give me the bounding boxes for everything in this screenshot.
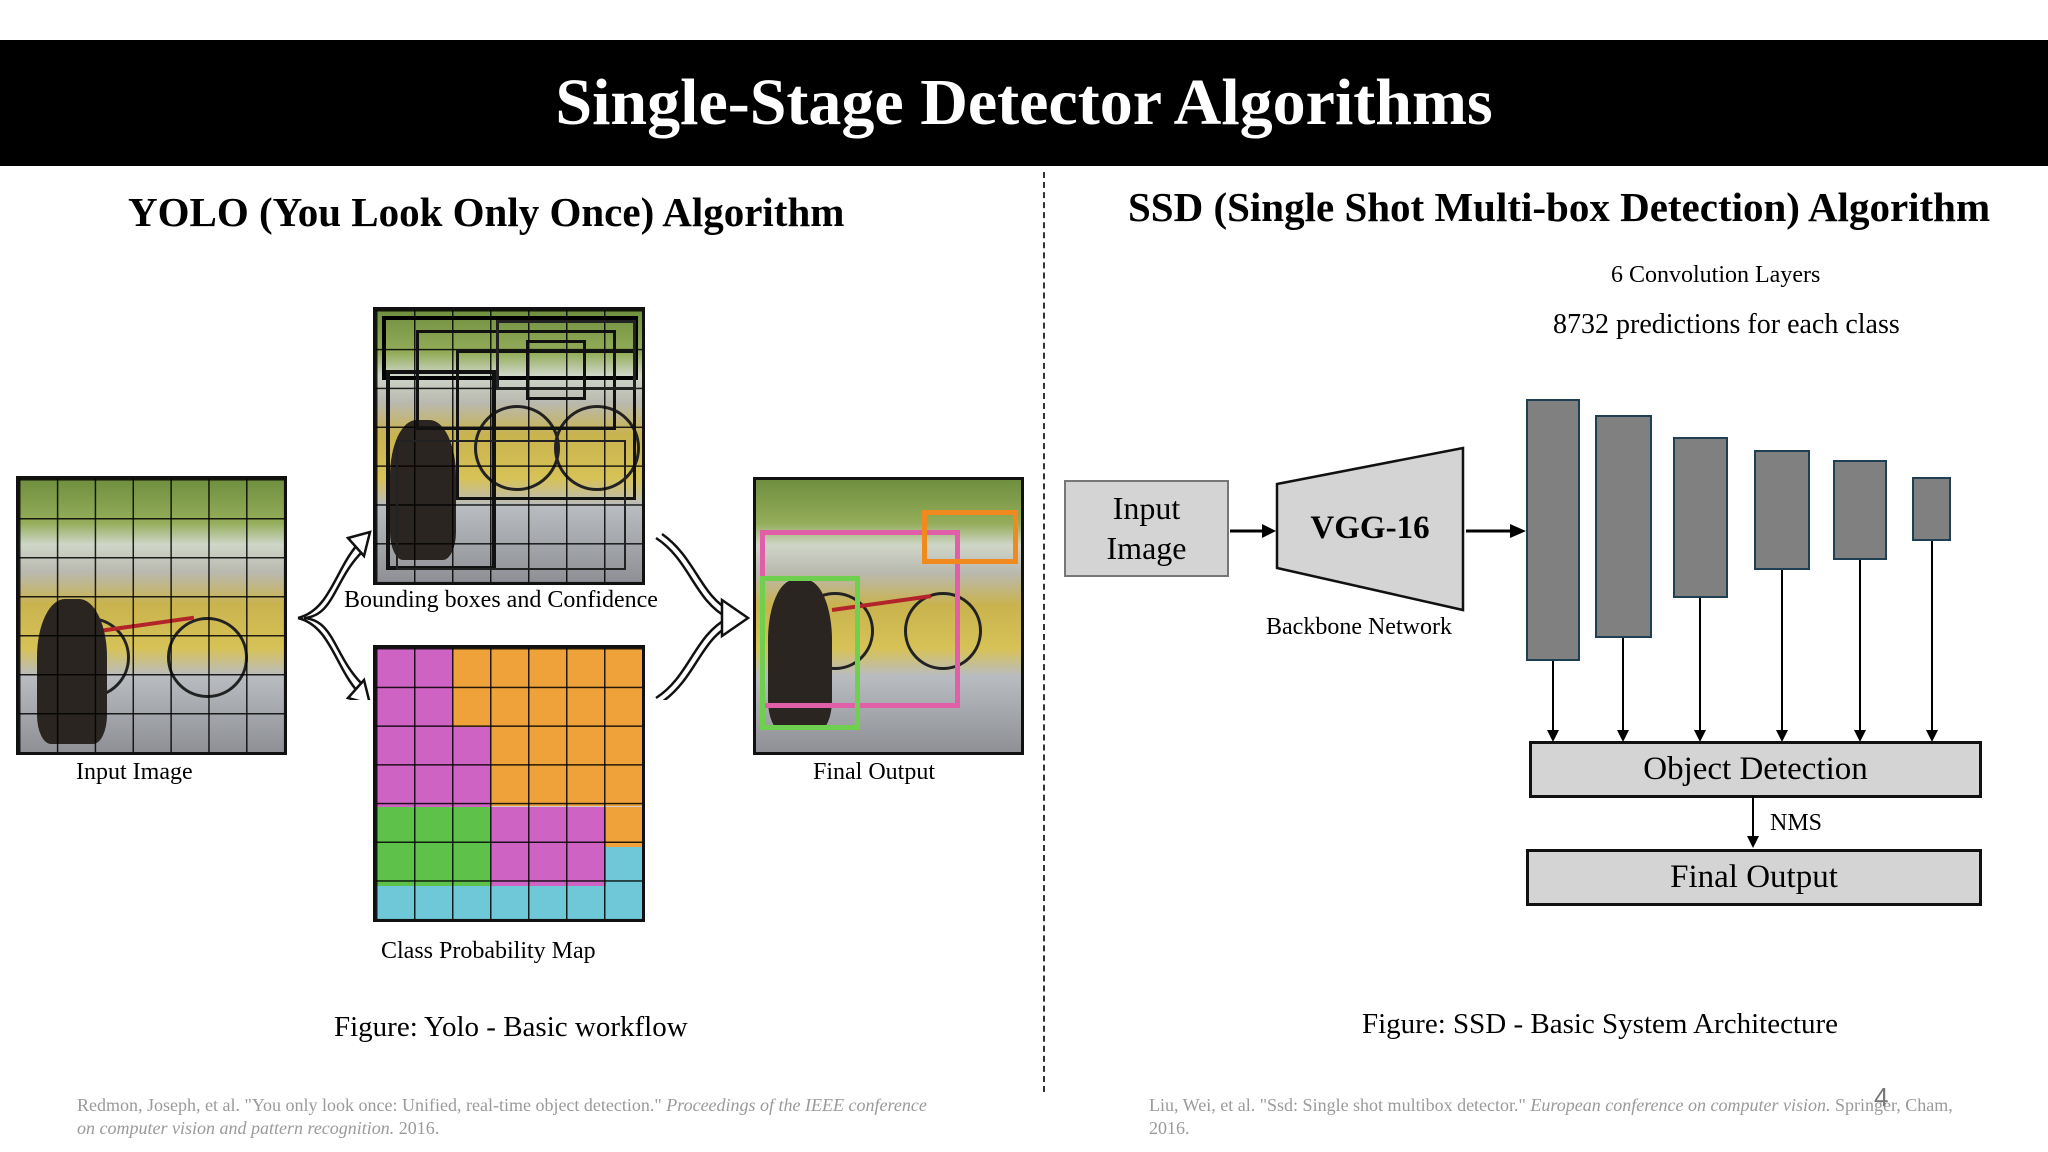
- ssd-object-detection-label: Object Detection: [1643, 751, 1868, 787]
- yolo-reference: Redmon, Joseph, et al. "You only look on…: [77, 1094, 937, 1140]
- yolo-section-title: YOLO (You Look Only Once) Algorithm: [128, 189, 845, 235]
- split-arrow-icon: [297, 530, 372, 700]
- yolo-reference-venue: Proceedings of the IEEE conference on co…: [77, 1095, 927, 1138]
- ssd-reference: Liu, Wei, et al. "Ssd: Single shot multi…: [1149, 1094, 1969, 1140]
- ssd-backbone-caption: Backbone Network: [1266, 614, 1452, 640]
- ssd-figure-caption: Figure: SSD - Basic System Architecture: [1362, 1008, 1839, 1040]
- yolo-class-probability-map: [373, 645, 645, 922]
- slide-title: Single-Stage Detector Algorithms: [555, 66, 1493, 139]
- arrow-right-icon: [1230, 524, 1276, 538]
- yolo-final-output-image: [753, 477, 1024, 755]
- section-divider: [1043, 172, 1045, 1092]
- yolo-bounding-boxes-label: Bounding boxes and Confidence: [344, 587, 658, 613]
- detection-box-car: [922, 510, 1018, 564]
- ssd-final-output-box: Final Output: [1526, 849, 1982, 906]
- ssd-object-detection-box: Object Detection: [1529, 741, 1982, 798]
- yolo-class-probability-label: Class Probability Map: [381, 938, 596, 964]
- ssd-conv-layer-5: [1833, 460, 1887, 560]
- ssd-reference-text: Liu, Wei, et al. "Ssd: Single shot multi…: [1149, 1095, 1526, 1115]
- arrow-right-icon: [1466, 524, 1526, 538]
- yolo-input-image: [16, 476, 287, 755]
- ssd-conv-layer-2: [1595, 415, 1652, 638]
- ssd-conv-layer-3: [1673, 437, 1728, 598]
- ssd-input-image-box: Input Image: [1064, 480, 1229, 577]
- merge-arrow-icon: [655, 532, 750, 700]
- ssd-final-output-label: Final Output: [1670, 859, 1838, 895]
- arrow-down-icon: [1747, 796, 1759, 848]
- ssd-conv-layer-1: [1526, 399, 1580, 661]
- ssd-conv-layers-label: 6 Convolution Layers: [1611, 262, 1821, 288]
- yolo-reference-year: 2016.: [398, 1118, 440, 1138]
- yolo-final-output-label: Final Output: [813, 759, 936, 785]
- ssd-reference-tail: Springer, Cham, 2016.: [1149, 1095, 1953, 1138]
- ssd-nms-label: NMS: [1770, 810, 1823, 836]
- ssd-conv-layer-4: [1754, 450, 1810, 570]
- ssd-reference-venue: European conference on computer vision.: [1530, 1095, 1831, 1115]
- ssd-layer-arrows: [1547, 541, 1938, 742]
- yolo-bounding-boxes-image: [373, 307, 645, 585]
- ssd-input-image-label: Input Image: [1106, 490, 1187, 566]
- yolo-reference-text: Redmon, Joseph, et al. "You only look on…: [77, 1095, 662, 1115]
- ssd-predictions-label: 8732 predictions for each class: [1553, 309, 1900, 340]
- yolo-input-image-label: Input Image: [76, 759, 193, 785]
- ssd-section-title: SSD (Single Shot Multi-box Detection) Al…: [1128, 184, 1991, 230]
- title-bar: [0, 40, 2048, 166]
- ssd-vgg16-label: VGG-16: [1310, 510, 1430, 546]
- page-number: 4: [1874, 1082, 1889, 1112]
- yolo-figure-caption: Figure: Yolo - Basic workflow: [334, 1011, 688, 1043]
- detection-box-dog: [760, 576, 860, 730]
- ssd-conv-layer-6: [1912, 477, 1951, 541]
- ssd-vgg16-backbone: [1275, 446, 1465, 612]
